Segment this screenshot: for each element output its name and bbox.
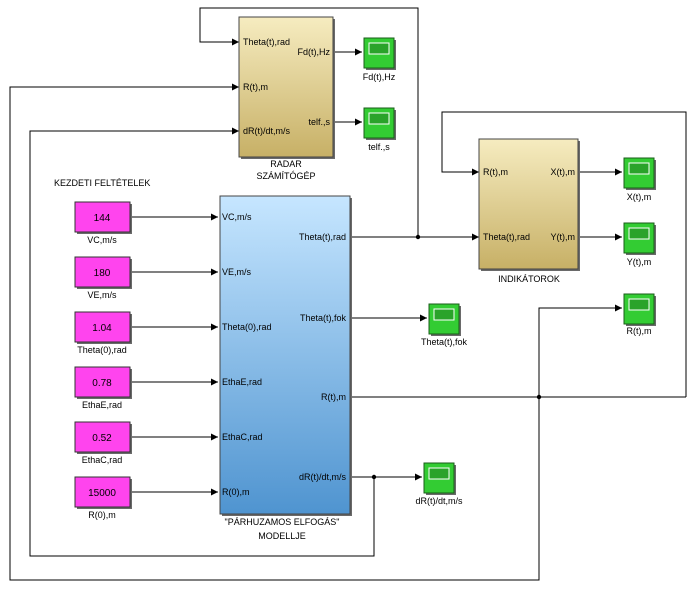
constant-value: 15000 (88, 488, 116, 499)
constant-value: 0.52 (92, 433, 112, 444)
scope-block-dr[interactable] (423, 462, 456, 495)
port-label: X(t),m (551, 167, 576, 177)
scope-label: X(t),m (627, 192, 652, 202)
port-label: dR(t)/dt,m/s (243, 126, 291, 136)
junction-dot (536, 394, 542, 400)
scope-screen-icon (628, 162, 650, 175)
constant-label: VC,m/s (87, 235, 117, 245)
port-label: Theta(t),rad (299, 232, 346, 242)
scope-block-fd[interactable] (363, 37, 396, 70)
scope-screen-icon (368, 42, 390, 55)
junction-dot (415, 234, 421, 240)
constant-value: 144 (94, 213, 111, 224)
port-label: R(0),m (222, 487, 250, 497)
scope-screen-icon (428, 467, 450, 480)
scope-screen-icon (628, 298, 650, 311)
port-label: Theta(0),rad (222, 322, 272, 332)
port-label: Theta(t),rad (243, 37, 290, 47)
scope-screen-icon (433, 308, 455, 321)
block-caption: "PÁRHUZAMOS ELFOGÁS" (225, 517, 340, 527)
scope-label: Fd(t),Hz (363, 72, 396, 82)
scope-block-y[interactable] (623, 222, 656, 255)
pursuit-model-block[interactable]: VC,m/s VE,m/s Theta(0),rad EthaE,rad Eth… (219, 195, 352, 516)
constant-label: EthaC,rad (82, 455, 123, 465)
wire-radar-theta-feedback (199, 7, 419, 237)
scope-label: R(t),m (627, 326, 652, 336)
port-label: VE,m/s (222, 267, 252, 277)
constant-label: R(0),m (88, 510, 116, 520)
wire-r-to-radar (9, 83, 540, 581)
scope-block-x[interactable] (623, 157, 656, 190)
constant-label: EthaE,rad (82, 400, 122, 410)
constant-label: VE,m/s (87, 290, 117, 300)
junction-dot (371, 474, 377, 480)
port-label: R(t),m (483, 167, 508, 177)
constant-value: 0.78 (92, 378, 112, 389)
scope-label: Y(t),m (627, 257, 652, 267)
initial-conditions-title: KEZDETI FELTÉTELEK (54, 178, 150, 188)
constant-block-ethac[interactable]: 0.52 (74, 421, 132, 454)
constant-block-r0[interactable]: 15000 (74, 476, 132, 509)
constant-block-ethae[interactable]: 0.78 (74, 366, 132, 399)
wires (9, 7, 687, 581)
port-label: VC,m/s (222, 212, 252, 222)
scope-label: telf.,s (368, 142, 390, 152)
port-label: EthaE,rad (222, 377, 262, 387)
port-label: Y(t),m (551, 232, 576, 242)
scope-block-theta-fok[interactable] (428, 303, 461, 336)
scope-label: dR(t)/dt,m/s (415, 496, 463, 506)
block-caption: INDIKÁTOROK (498, 274, 560, 284)
port-label: R(t),m (243, 82, 268, 92)
scope-screen-icon (628, 227, 650, 240)
port-label: telf.,s (308, 117, 330, 127)
block-caption: MODELLJE (258, 531, 306, 541)
wire-r-scope (538, 304, 622, 397)
constant-label: Theta(0),rad (77, 345, 127, 355)
constant-value: 1.04 (92, 323, 112, 334)
scope-label: Theta(t),fok (421, 337, 468, 347)
scope-block-telf[interactable] (363, 107, 396, 140)
scope-screen-icon (368, 112, 390, 125)
indicator-block[interactable]: R(t),m Theta(t),rad X(t),m Y(t),m (478, 138, 580, 271)
wire-dr-to-radar (29, 127, 375, 557)
port-label: Theta(t),rad (483, 232, 530, 242)
scope-block-r[interactable] (623, 293, 656, 326)
radar-computer-block[interactable]: Theta(t),rad R(t),m dR(t)/dt,m/s Fd(t),H… (238, 16, 335, 159)
constant-block-theta0[interactable]: 1.04 (74, 311, 132, 344)
port-label: EthaC,rad (222, 432, 263, 442)
constant-value: 180 (94, 268, 111, 279)
block-caption: RADAR (270, 159, 302, 169)
wire-indikator-r (441, 111, 687, 397)
port-label: Fd(t),Hz (298, 47, 331, 57)
constant-block-ve[interactable]: 180 (74, 256, 132, 289)
constant-block-vc[interactable]: 144 (74, 201, 132, 234)
port-label: dR(t)/dt,m/s (299, 472, 347, 482)
block-caption: SZÁMÍTÓGÉP (256, 171, 315, 181)
port-label: R(t),m (321, 392, 346, 402)
port-label: Theta(t),fok (300, 313, 347, 323)
